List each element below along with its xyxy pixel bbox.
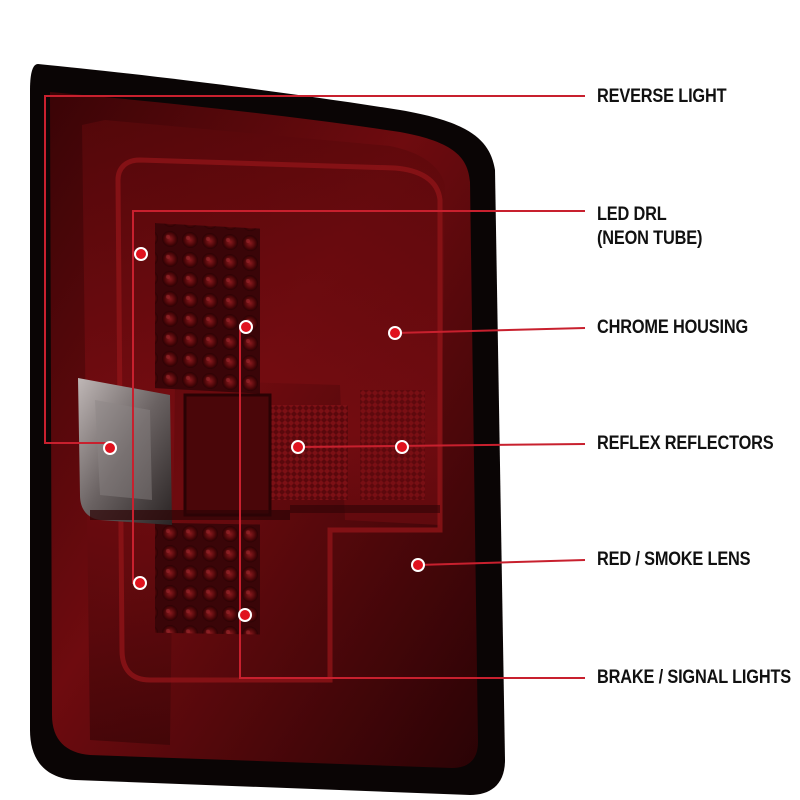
label-reverse-light: REVERSE LIGHT xyxy=(597,86,727,107)
dot-reflex-right xyxy=(395,440,409,454)
dot-chrome-housing xyxy=(388,326,402,340)
upper-led-cluster xyxy=(155,223,260,394)
label-chrome-housing: CHROME HOUSING xyxy=(597,317,749,338)
callout-dots xyxy=(103,247,425,622)
label-brake-signal-lights: BRAKE / SIGNAL LIGHTS xyxy=(597,667,791,688)
dot-red-smoke-lens xyxy=(411,558,425,572)
lower-led-cluster xyxy=(155,522,260,635)
label-led-drl-line1: LED DRL xyxy=(597,204,667,225)
line-reverse-light xyxy=(44,95,585,444)
label-reflex-reflectors: REFLEX REFLECTORS xyxy=(597,433,774,454)
reverse-light xyxy=(78,378,172,525)
label-led-drl: LED DRL (NEON TUBE) xyxy=(597,203,702,251)
dot-brake-signal-lower xyxy=(238,608,252,622)
line-chrome-housing xyxy=(394,327,586,334)
reflex-reflector-left xyxy=(268,405,348,500)
dot-brake-signal-upper xyxy=(239,320,253,334)
dot-led-drl-lower xyxy=(133,576,147,590)
dot-reflex-left xyxy=(291,440,305,454)
led-drl-neon-tube xyxy=(115,157,443,683)
reflector-frame xyxy=(183,393,272,517)
dot-led-drl-upper xyxy=(134,247,148,261)
label-led-drl-line2: (NEON TUBE) xyxy=(597,228,703,249)
dot-reverse-light xyxy=(103,441,117,455)
label-red-smoke-lens: RED / SMOKE LENS xyxy=(597,549,751,570)
line-red-smoke-lens xyxy=(417,559,586,566)
line-reflex-reflectors xyxy=(297,443,586,448)
